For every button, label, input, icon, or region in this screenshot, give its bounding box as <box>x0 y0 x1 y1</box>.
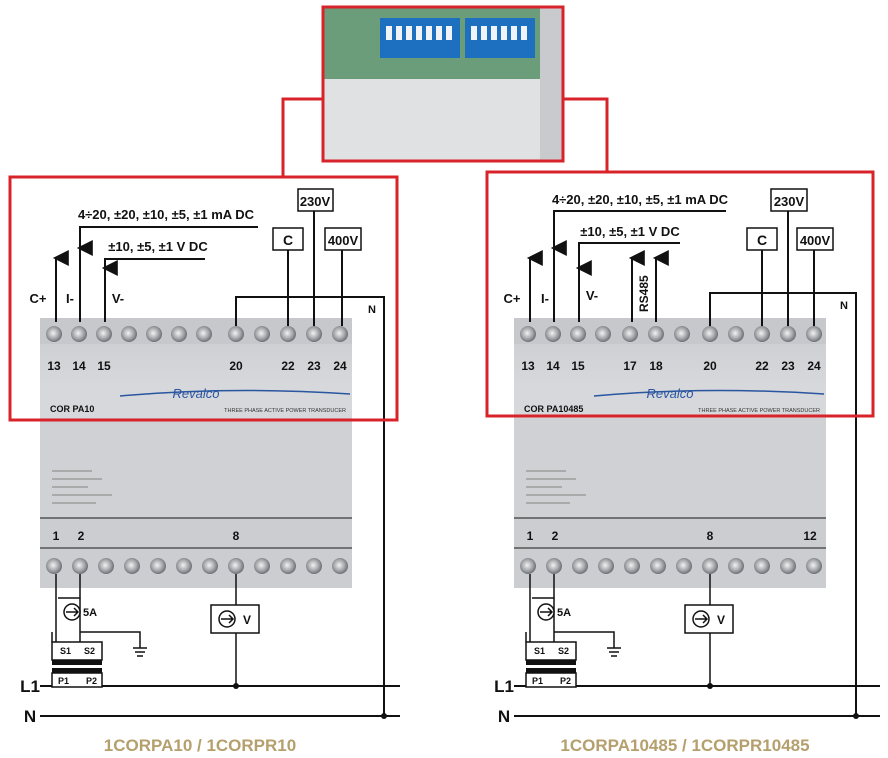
right-term-22: 22 <box>755 359 769 373</box>
left-top-screws <box>46 326 348 342</box>
inset-connector-left <box>281 97 323 177</box>
dip-switch-inset <box>321 5 565 163</box>
left-term-23: 23 <box>307 359 321 373</box>
left-term-15: 15 <box>97 359 111 373</box>
right-s2: S2 <box>558 646 569 656</box>
right-p1: P1 <box>532 676 543 686</box>
left-c-label: C <box>283 232 293 248</box>
right-c-plus-label: C+ <box>504 291 521 306</box>
right-rs485-label: RS485 <box>637 275 651 312</box>
right-term-15: 15 <box>571 359 585 373</box>
right-230v-label: 230V <box>774 194 805 209</box>
left-i-minus-label: I- <box>66 291 74 306</box>
left-brand-logo: Revalco <box>173 386 220 401</box>
left-n-line-label: N <box>24 707 36 726</box>
right-top-screws <box>520 326 822 342</box>
right-v-output-label: ±10, ±5, ±1 V DC <box>580 224 680 239</box>
left-ma-output-label: 4÷20, ±20, ±10, ±5, ±1 mA DC <box>78 207 255 222</box>
left-s2: S2 <box>84 646 95 656</box>
right-term-1: 1 <box>527 529 534 543</box>
left-subtitle: THREE PHASE ACTIVE POWER TRANSDUCER <box>224 408 346 414</box>
left-term-20: 20 <box>229 359 243 373</box>
right-ma-output-label: 4÷20, ±20, ±10, ±5, ±1 mA DC <box>552 192 729 207</box>
right-p2: P2 <box>560 676 571 686</box>
right-230v-box <box>770 188 808 212</box>
left-5a-label: 5A <box>83 607 97 619</box>
left-p1: P1 <box>58 676 69 686</box>
left-v-minus-label: V- <box>112 291 124 306</box>
left-400v-label: 400V <box>328 233 359 248</box>
right-term-17: 17 <box>623 359 637 373</box>
left-supply-lines <box>40 685 400 717</box>
left-model-code: COR PA10 <box>50 404 94 414</box>
left-term-14: 14 <box>72 359 86 373</box>
left-term-1: 1 <box>53 529 60 543</box>
left-term-13: 13 <box>47 359 61 373</box>
left-power-wiring <box>235 211 385 716</box>
left-model-caption: 1CORPA10 / 1CORPR10 <box>104 736 296 755</box>
right-term-8: 8 <box>707 529 714 543</box>
left-s1: S1 <box>60 646 71 656</box>
right-output-wiring <box>526 210 726 322</box>
right-term-23: 23 <box>781 359 795 373</box>
right-400v-label: 400V <box>800 233 831 248</box>
right-term-24: 24 <box>807 359 821 373</box>
left-n-label: N <box>368 304 376 316</box>
right-term-13: 13 <box>521 359 535 373</box>
left-term-2: 2 <box>78 529 85 543</box>
left-v-output-label: ±10, ±5, ±1 V DC <box>108 239 208 254</box>
inset-connector-right <box>563 97 609 172</box>
right-c-box <box>746 227 778 251</box>
left-v-source-label: V <box>243 613 251 627</box>
right-bottom-screws <box>520 558 822 574</box>
left-terminal-highlight-frame <box>8 175 399 422</box>
right-term-12: 12 <box>803 529 817 543</box>
left-ct-primary <box>51 672 103 688</box>
right-terminal-highlight-frame <box>485 170 875 418</box>
left-bottom-screws <box>46 558 348 574</box>
right-term-20: 20 <box>703 359 717 373</box>
left-230v-label: 230V <box>300 194 331 209</box>
left-l1-label: L1 <box>20 677 40 696</box>
right-l1-label: L1 <box>494 677 514 696</box>
left-c-box <box>272 227 304 251</box>
right-measurement-wiring <box>525 574 711 686</box>
right-n-line-label: N <box>498 707 510 726</box>
right-n-label: N <box>840 300 848 312</box>
right-device: 13 14 15 17 18 20 22 23 24 Revalco COR P… <box>485 170 880 755</box>
right-i-minus-label: I- <box>541 291 549 306</box>
right-subtitle: THREE PHASE ACTIVE POWER TRANSDUCER <box>698 408 820 414</box>
left-230v-box <box>297 188 334 212</box>
right-model-caption: 1CORPA10485 / 1CORPR10485 <box>560 736 809 755</box>
right-term-18: 18 <box>649 359 663 373</box>
left-output-wiring <box>52 226 258 322</box>
left-term-8: 8 <box>233 529 240 543</box>
left-term-24: 24 <box>333 359 347 373</box>
right-model-code: COR PA10485 <box>524 404 583 414</box>
left-400v-box <box>324 227 362 251</box>
right-c-label: C <box>757 232 767 248</box>
right-brand-logo: Revalco <box>647 386 694 401</box>
right-5a-label: 5A <box>557 607 571 619</box>
right-s1: S1 <box>534 646 545 656</box>
right-term-14: 14 <box>546 359 560 373</box>
dip-inset-frame <box>321 5 565 163</box>
left-term-22: 22 <box>281 359 295 373</box>
right-supply-lines <box>514 685 880 717</box>
left-c-plus-label: C+ <box>30 291 47 306</box>
left-p2: P2 <box>86 676 97 686</box>
right-400v-box <box>796 227 834 251</box>
right-v-source-label: V <box>717 613 725 627</box>
left-measurement-wiring <box>51 574 237 686</box>
left-device: 13 14 15 20 22 23 24 Revalco COR PA10 TH… <box>8 175 400 755</box>
right-v-minus-label: V- <box>586 288 598 303</box>
right-term-2: 2 <box>552 529 559 543</box>
right-ct-primary <box>525 672 577 688</box>
right-power-wiring <box>709 211 857 716</box>
